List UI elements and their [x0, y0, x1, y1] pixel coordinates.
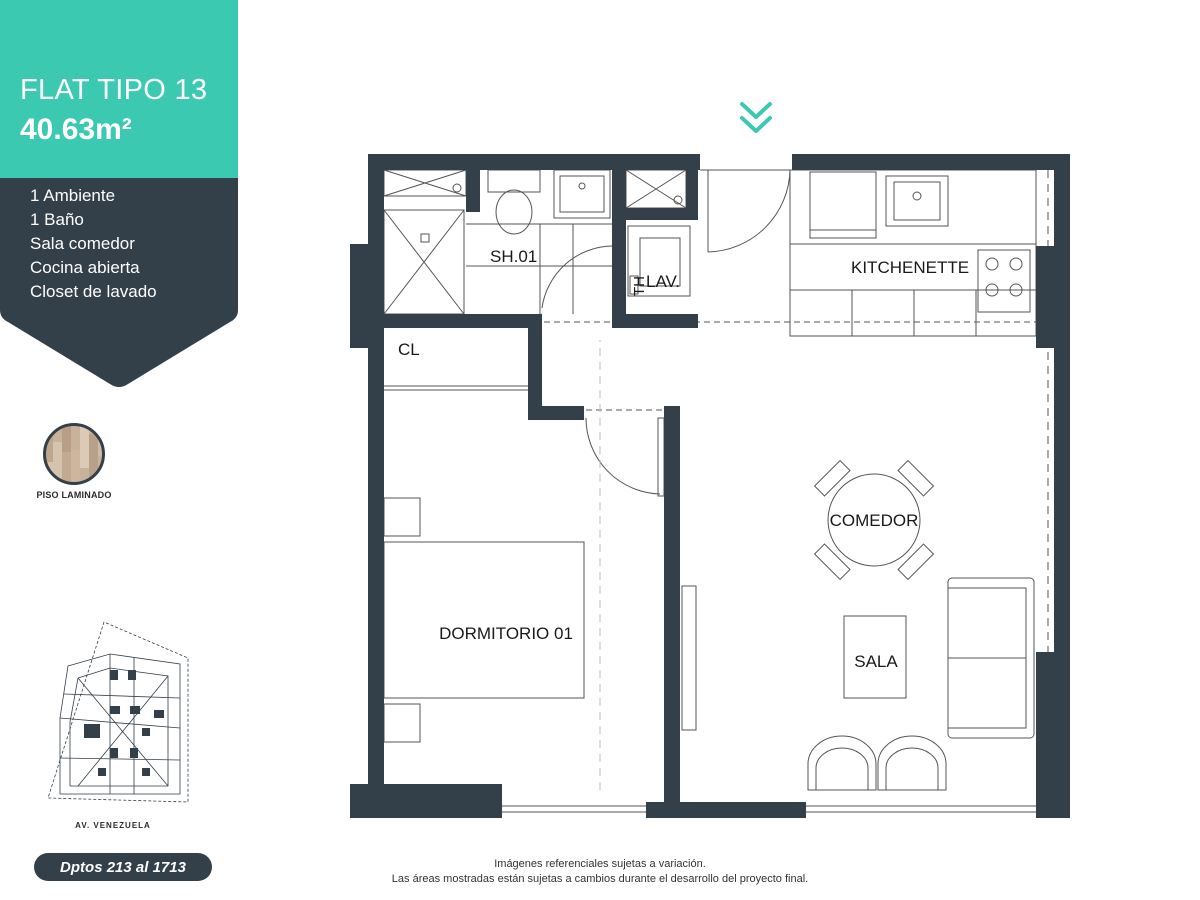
fixtures: [383, 169, 1049, 813]
plan-title: FLAT TIPO 13: [20, 74, 208, 106]
room-label-bedroom: DORMITORIO 01: [439, 624, 573, 643]
laminate-wood-swatch-icon: [43, 423, 105, 485]
disclaimer-line: Imágenes referenciales sujetas a variaci…: [494, 858, 706, 870]
features-panel: 1 Ambiente 1 Baño Sala comedor Cocina ab…: [0, 178, 238, 390]
disclaimer: Imágenes referenciales sujetas a variaci…: [300, 857, 900, 887]
feature-item: 1 Baño: [30, 210, 84, 229]
double-chevron-down-icon: [740, 102, 772, 133]
features-list: 1 Ambiente 1 Baño Sala comedor Cocina ab…: [30, 184, 157, 304]
feature-item: Closet de lavado: [30, 282, 157, 301]
room-label-laundry: LAV.: [646, 272, 680, 291]
room-label-living: SALA: [854, 652, 898, 671]
room-label-kitchen: KITCHENETTE: [851, 258, 969, 277]
feature-item: Sala comedor: [30, 234, 135, 253]
room-label-water-heater: TH: [631, 276, 648, 296]
room-label-dining: COMEDOR: [830, 511, 919, 530]
plan-header: FLAT TIPO 13 40.63m²: [0, 0, 238, 178]
street-label: AV. VENEZUELA: [75, 821, 151, 830]
room-label-closet: CL: [398, 340, 420, 359]
flooring-label: PISO LAMINADO: [36, 490, 112, 500]
walls: [350, 154, 1070, 818]
plan-area: 40.63m²: [20, 113, 132, 146]
feature-item: 1 Ambiente: [30, 186, 116, 205]
units-badge: Dptos 213 al 1713: [34, 853, 212, 881]
feature-item: Cocina abierta: [30, 258, 140, 277]
room-label-bath: SH.01: [490, 247, 537, 266]
disclaimer-line: Las áreas mostradas están sujetas a camb…: [391, 873, 809, 885]
features-panel-background: [0, 178, 238, 387]
building-keyplan-diagram: [47, 621, 189, 803]
